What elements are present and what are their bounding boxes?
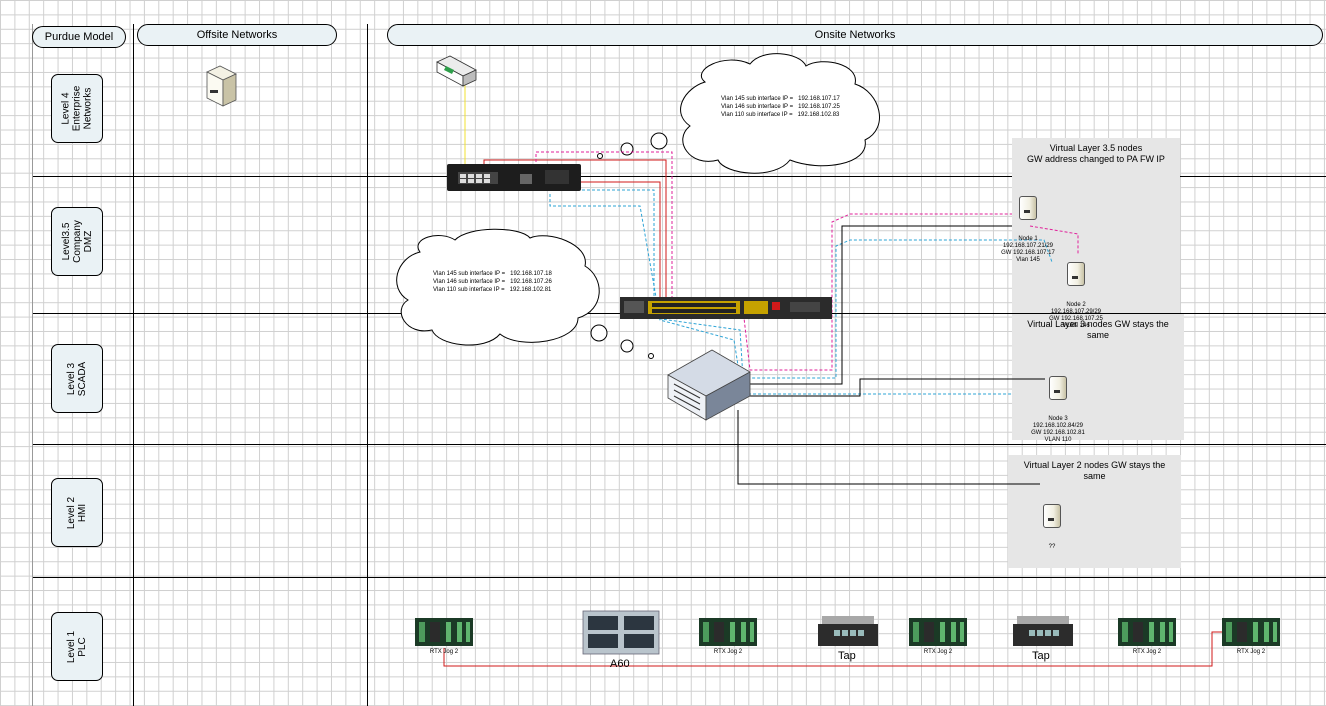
offsite-networks-header: Offsite Networks bbox=[137, 24, 337, 46]
plc-rack-icon bbox=[1222, 618, 1280, 646]
purdue-model-header: Purdue Model bbox=[32, 26, 126, 48]
level-divider bbox=[32, 176, 1326, 177]
plc-rack-icon bbox=[909, 618, 967, 646]
rtx-label: RTX Jog 2 bbox=[923, 649, 953, 655]
virtual-layer-3-panel: Virtual Layer 3 nodes GW stays the same bbox=[1012, 314, 1184, 440]
cloud-top-text: Vlan 145 sub interface IP = 192.168.107.… bbox=[721, 96, 840, 118]
panel-title: Virtual Layer 3 nodes GW stays the same bbox=[1027, 319, 1169, 340]
server-icon bbox=[206, 65, 237, 107]
rtx-label: RTX Jog 2 bbox=[429, 649, 459, 655]
tap-label: Tap bbox=[838, 650, 856, 662]
rack-server-icon bbox=[667, 349, 751, 421]
plc-rack-icon bbox=[1118, 618, 1176, 646]
server-link bbox=[750, 225, 1012, 385]
virtual-layer-3-5-panel: Virtual Layer 3.5 nodes GW address chang… bbox=[1012, 138, 1180, 313]
switch-icon bbox=[620, 297, 832, 319]
node-2: Node 2 192.168.107.29/29 GW 192.168.107.… bbox=[1046, 248, 1106, 344]
level-3-5-label: Level3.5 Company DMZ bbox=[51, 207, 103, 276]
network-device-icon bbox=[436, 55, 477, 87]
a60-label: A60 bbox=[610, 658, 630, 670]
a60-device-icon bbox=[582, 610, 660, 655]
level-divider bbox=[32, 444, 1326, 445]
virtual-layer-2-panel: Virtual Layer 2 nodes GW stays the same bbox=[1008, 455, 1181, 568]
plc-rack-icon bbox=[415, 618, 473, 646]
tap-device-icon bbox=[818, 616, 878, 646]
hmi-node: ?? bbox=[1032, 490, 1072, 565]
server-link bbox=[737, 410, 1040, 485]
cloud-left-text: Vlan 145 sub interface IP = 192.168.107.… bbox=[433, 271, 552, 293]
server-icon bbox=[1019, 196, 1037, 220]
server-icon bbox=[1067, 262, 1085, 286]
level-divider bbox=[32, 577, 1326, 578]
vlan-magenta-link bbox=[535, 151, 1012, 371]
rtx-label: RTX Jog 2 bbox=[713, 649, 743, 655]
tap-device-icon bbox=[1013, 616, 1073, 646]
left-border bbox=[32, 24, 33, 706]
node-3: Node 3 192.168.102.84/29 GW 192.168.102.… bbox=[1028, 362, 1088, 458]
level-4-label: Level 4 Enterprise Networks bbox=[51, 74, 103, 143]
rtx-label: RTX Jog 2 bbox=[1236, 649, 1266, 655]
vlan-cyan-link bbox=[555, 186, 1012, 395]
rtx-label: RTX Jog 2 bbox=[1132, 649, 1162, 655]
onsite-networks-header: Onsite Networks bbox=[387, 24, 1323, 46]
node-1: Node 1 192.168.107.21/29 GW 192.168.107.… bbox=[998, 182, 1058, 278]
server-icon bbox=[1043, 504, 1061, 528]
plc-rack-icon bbox=[699, 618, 757, 646]
vlan-magenta-link bbox=[1029, 225, 1079, 254]
column-divider bbox=[367, 24, 368, 706]
panel-title: Virtual Layer 3.5 nodes GW address chang… bbox=[1027, 143, 1165, 164]
cloud-icon bbox=[396, 53, 880, 359]
firewall-icon bbox=[447, 164, 581, 191]
server-link bbox=[750, 378, 1045, 397]
level-2-label: Level 2 HMI bbox=[51, 478, 103, 547]
plc-ring-line bbox=[443, 631, 1230, 667]
column-divider bbox=[133, 24, 134, 706]
tap-label: Tap bbox=[1032, 650, 1050, 662]
level-3-label: Level 3 SCADA bbox=[51, 344, 103, 413]
panel-title: Virtual Layer 2 nodes GW stays the same bbox=[1023, 460, 1166, 481]
server-icon bbox=[1049, 376, 1067, 400]
level-1-label: Level 1 PLC bbox=[51, 612, 103, 681]
